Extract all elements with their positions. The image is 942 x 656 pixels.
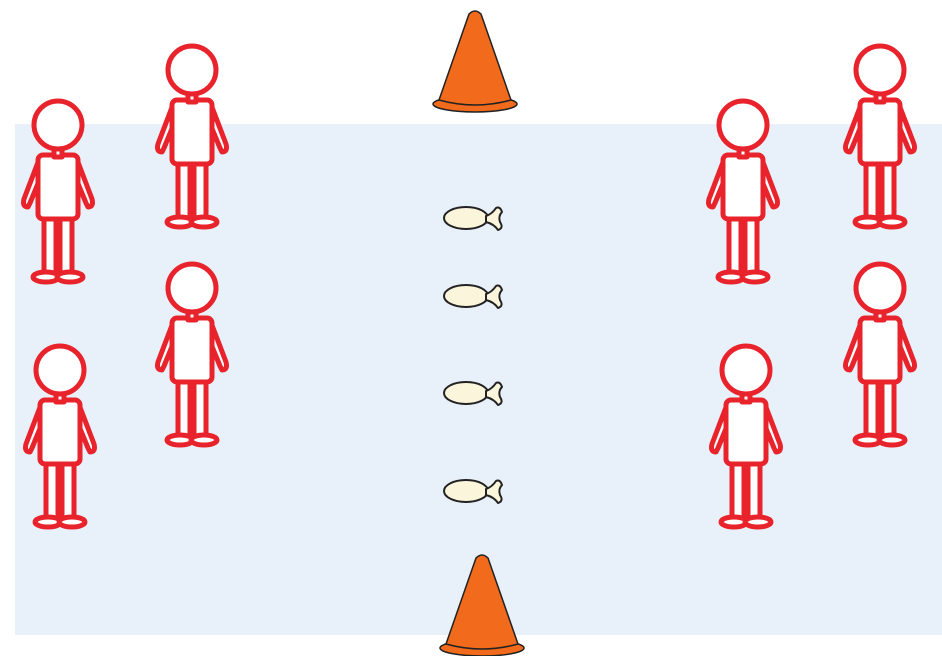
cone-icon <box>433 11 517 112</box>
